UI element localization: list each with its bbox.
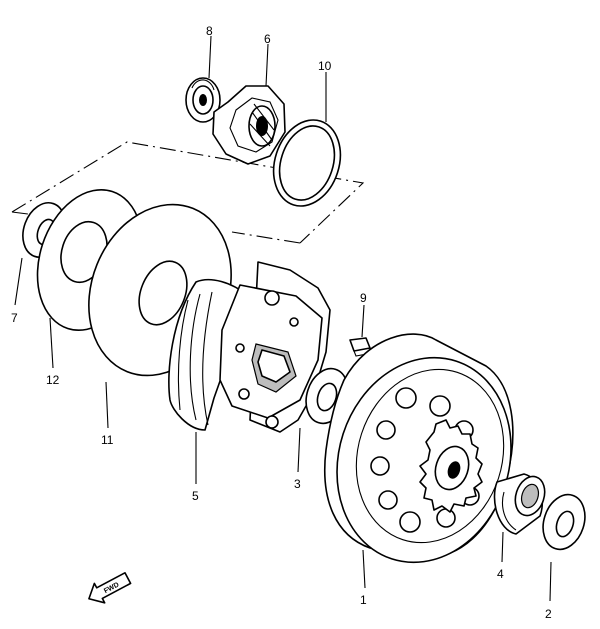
callout-11[interactable]: 11 [101,433,114,447]
callout-5[interactable]: 5 [192,489,199,503]
callout-8[interactable]: 8 [206,24,213,38]
leader-1 [362,549,366,589]
part-4-bushing[interactable] [493,473,549,535]
callout-2[interactable]: 2 [545,607,552,621]
part-8-bearing[interactable] [185,77,221,123]
part-2-washer[interactable] [536,489,591,555]
callout-4[interactable]: 4 [497,567,504,581]
callout-10[interactable]: 10 [318,59,332,73]
part-1-clutch-housing[interactable] [311,333,537,585]
part-10-ring[interactable] [263,111,351,214]
callout-12[interactable]: 12 [46,373,60,387]
callout-9[interactable]: 9 [360,291,367,305]
leader-9 [361,304,365,338]
leader-8 [208,35,212,79]
leader-6 [265,43,269,87]
leader-3 [297,427,301,473]
callout-6[interactable]: 6 [264,32,271,46]
leader-7 [14,257,23,306]
callout-3[interactable]: 3 [294,477,301,491]
forward-arrow-icon: FWD [88,571,132,604]
leader-4 [501,531,504,563]
callout-7[interactable]: 7 [11,311,18,325]
leader-12 [49,317,54,369]
part-6-nut[interactable] [212,85,286,165]
leader-2 [549,561,552,602]
leader-11 [105,381,109,429]
callout-1[interactable]: 1 [360,593,367,607]
